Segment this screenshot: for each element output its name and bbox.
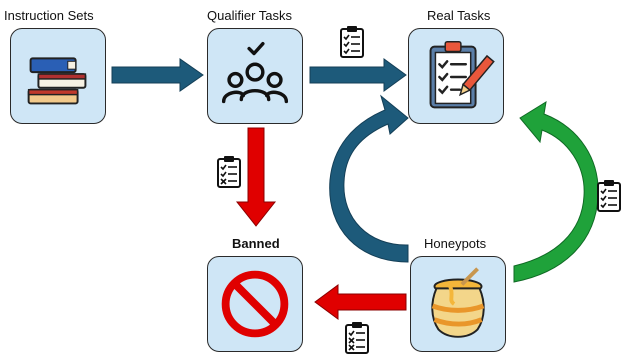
honeypots-node: [410, 256, 506, 352]
real-tasks-node: [408, 28, 504, 124]
real-tasks-label: Real Tasks: [427, 8, 491, 23]
books-icon: [27, 57, 87, 105]
instruction-sets-label: Instruction Sets: [4, 8, 94, 23]
qualifier-tasks-node: [207, 28, 303, 124]
instruction-sets-node: [10, 28, 106, 124]
arrow-instruction-to-qualifier: [111, 58, 204, 92]
honey-pot-icon: [431, 267, 485, 338]
banned-label: Banned: [232, 236, 280, 251]
group-people-icon: [221, 41, 289, 104]
prohibited-icon: [221, 270, 289, 338]
arrow-honeypots-to-real: [329, 94, 409, 263]
arrow-honeypots-to-banned: [314, 284, 407, 320]
honeypots-label: Honeypots: [424, 236, 487, 251]
arrow-real-to-honeypots: [513, 100, 599, 283]
clipboard-pen-icon: [429, 40, 495, 109]
arrow-qualifier-to-banned: [235, 127, 277, 227]
arrow-qualifier-to-real: [309, 58, 407, 92]
banned-node: [207, 256, 303, 352]
qualifier-tasks-label: Qualifier Tasks: [207, 8, 293, 23]
